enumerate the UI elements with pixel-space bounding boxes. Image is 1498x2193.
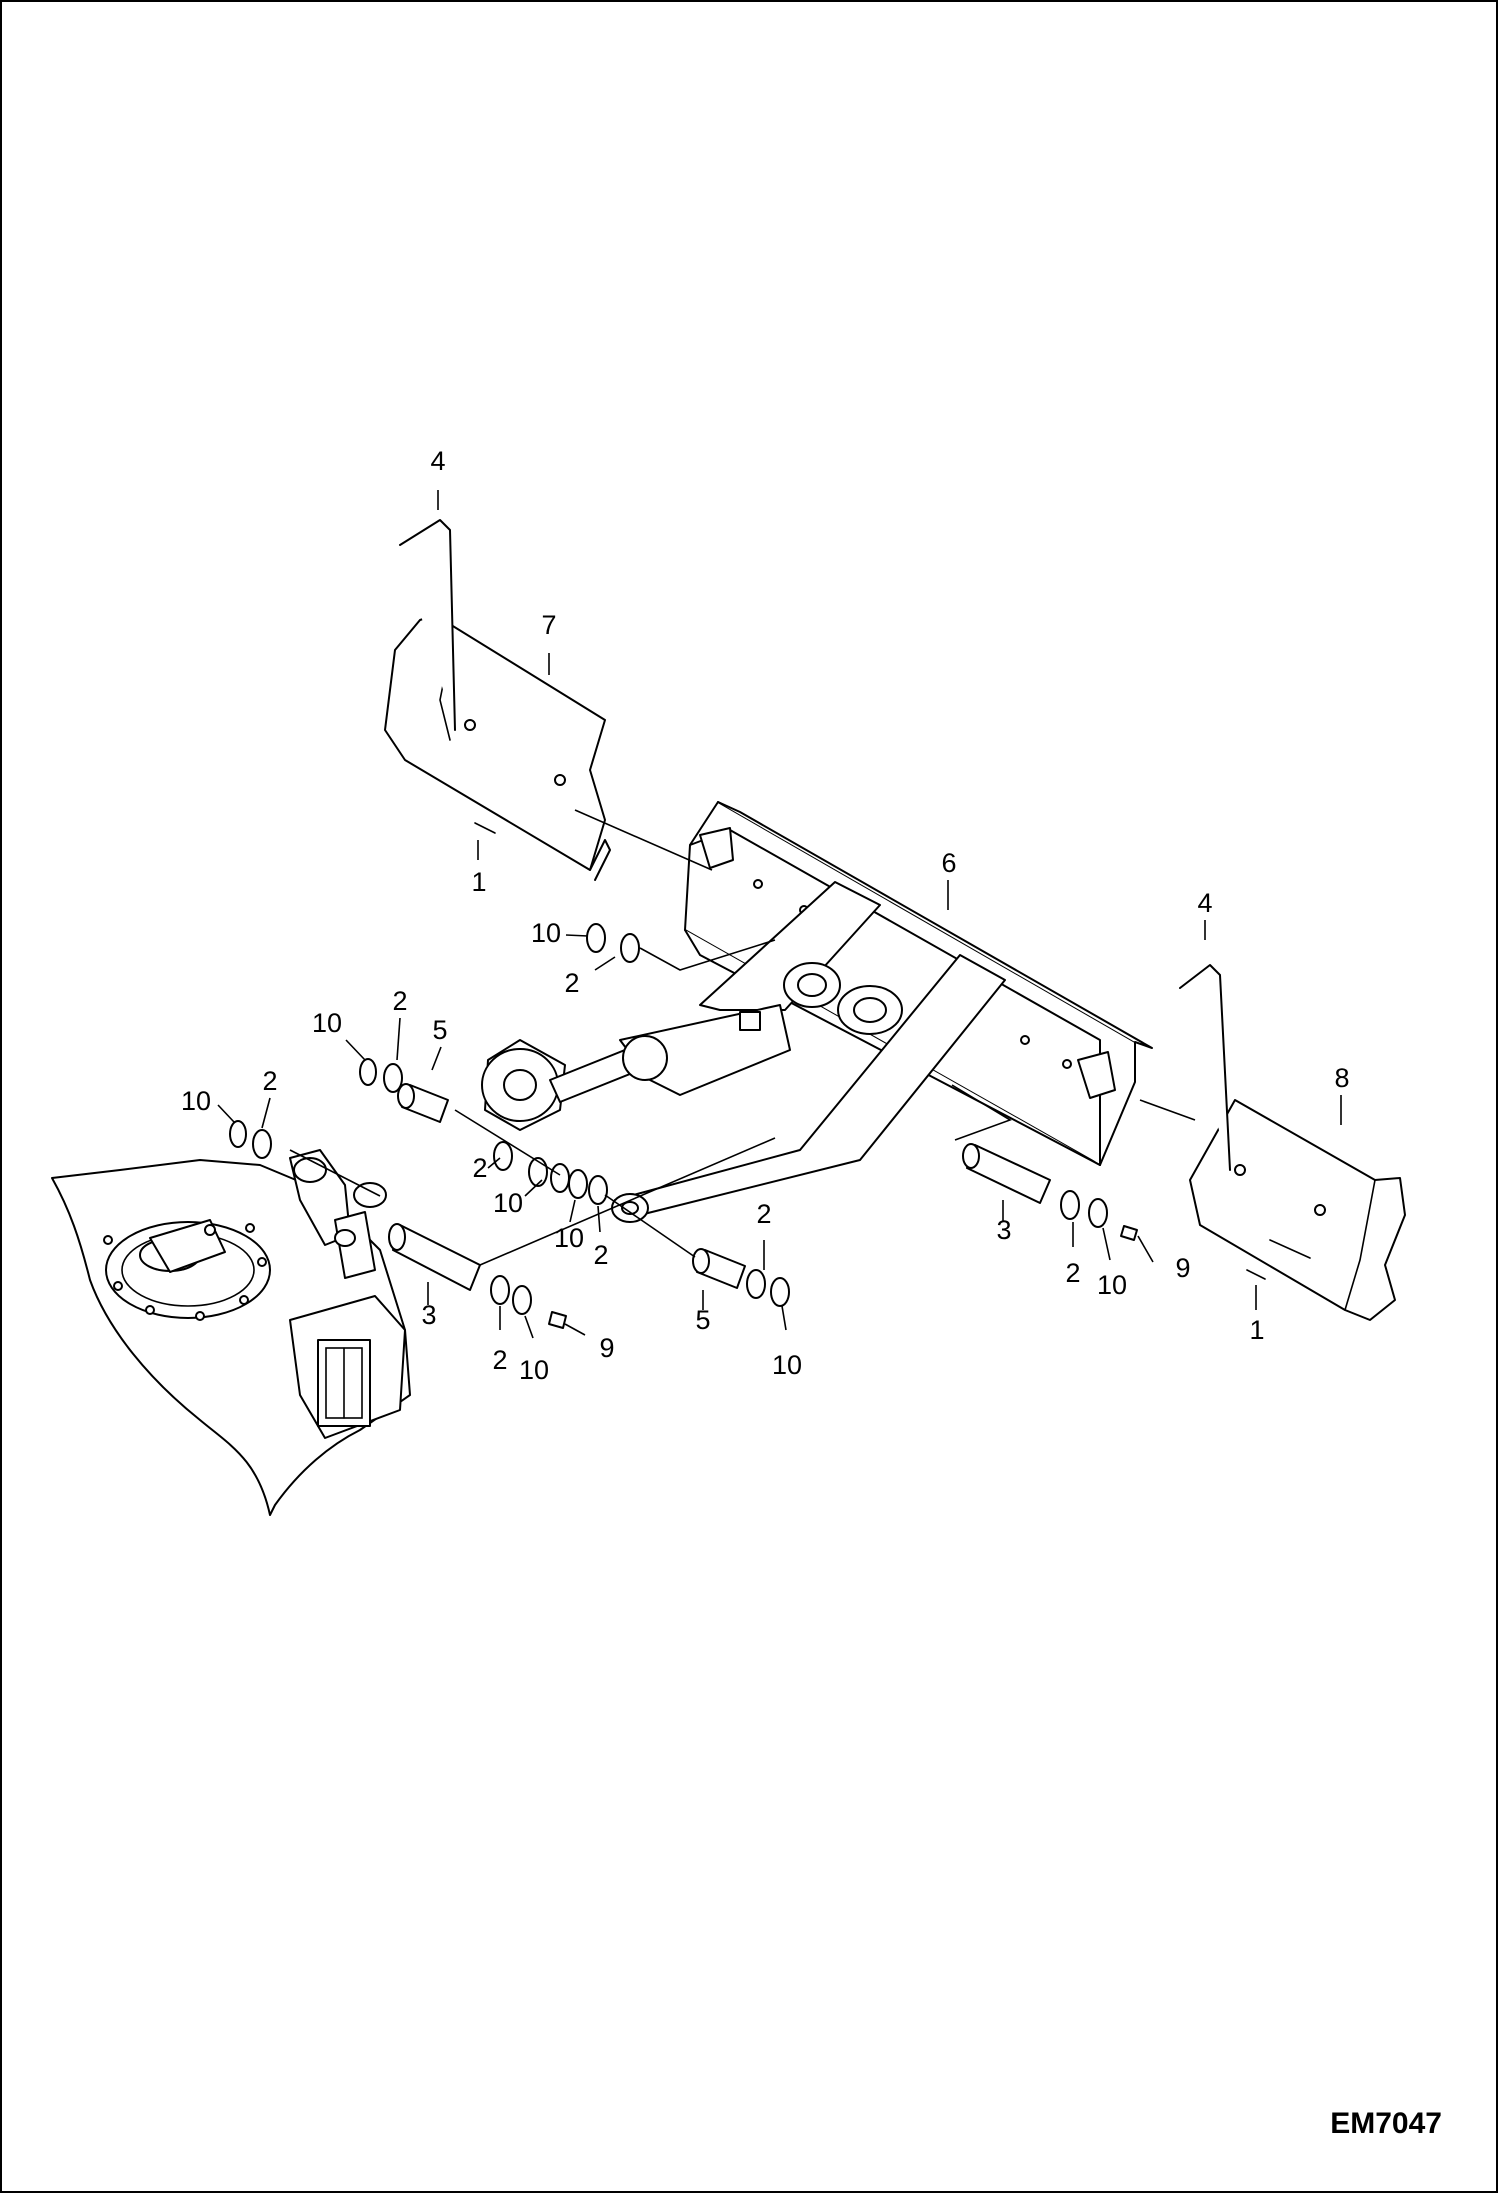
callout-1-left: 1 [471, 867, 486, 897]
grease-fitting-left [548, 1311, 567, 1329]
callout-10-a: 10 [531, 918, 561, 948]
callout-8: 8 [1334, 1063, 1349, 1093]
callouts: 4 7 1 6 10 2 4 8 10 2 5 10 2 2 10 10 2 2… [181, 446, 1350, 1385]
end-bit-right [1189, 1099, 1406, 1321]
callout-9-right: 9 [1175, 1253, 1190, 1283]
hydraulic-cylinder [481, 1004, 791, 1131]
handle-right [1179, 964, 1231, 1171]
callout-10-g: 10 [519, 1355, 549, 1385]
callout-3-right: 3 [996, 1215, 1011, 1245]
callout-2-c: 2 [262, 1066, 277, 1096]
callout-10-e: 10 [554, 1223, 584, 1253]
grease-fitting-right [1120, 1225, 1138, 1241]
callout-1-right: 1 [1249, 1315, 1264, 1345]
handle-left [399, 519, 456, 731]
callout-10-d: 10 [493, 1188, 523, 1218]
end-bit-left [384, 614, 611, 881]
callout-10-b: 10 [312, 1008, 342, 1038]
callout-9-left: 9 [599, 1333, 614, 1363]
callout-2-h: 2 [492, 1345, 507, 1375]
callout-2-e: 2 [593, 1240, 608, 1270]
pins [388, 1083, 1051, 1291]
callout-5-right: 5 [695, 1305, 710, 1335]
bolt-circle [103, 1223, 267, 1321]
lock-pin-left [474, 822, 496, 834]
callout-2-b: 2 [392, 986, 407, 1016]
figure-id: EM7047 [1330, 2107, 1442, 2140]
callout-4-right: 4 [1197, 888, 1212, 918]
callout-2-a: 2 [564, 968, 579, 998]
callout-10-c: 10 [181, 1086, 211, 1116]
assembly-lines [289, 809, 1196, 1266]
lock-pin-right [1246, 1269, 1266, 1280]
callout-2-g: 2 [1065, 1258, 1080, 1288]
callout-2-f: 2 [756, 1199, 771, 1229]
callout-2-d: 2 [472, 1153, 487, 1183]
callout-7: 7 [541, 610, 556, 640]
machine-body [51, 1149, 411, 1516]
callout-3-left: 3 [421, 1300, 436, 1330]
callout-10-h: 10 [772, 1350, 802, 1380]
callout-5-left: 5 [432, 1015, 447, 1045]
callout-6: 6 [941, 848, 956, 878]
callout-4-left: 4 [430, 446, 445, 476]
callout-leaders [217, 490, 1342, 1339]
washers-and-rings [229, 923, 1108, 1315]
callout-10-f: 10 [1097, 1270, 1127, 1300]
dozer-blade [611, 801, 1153, 1223]
